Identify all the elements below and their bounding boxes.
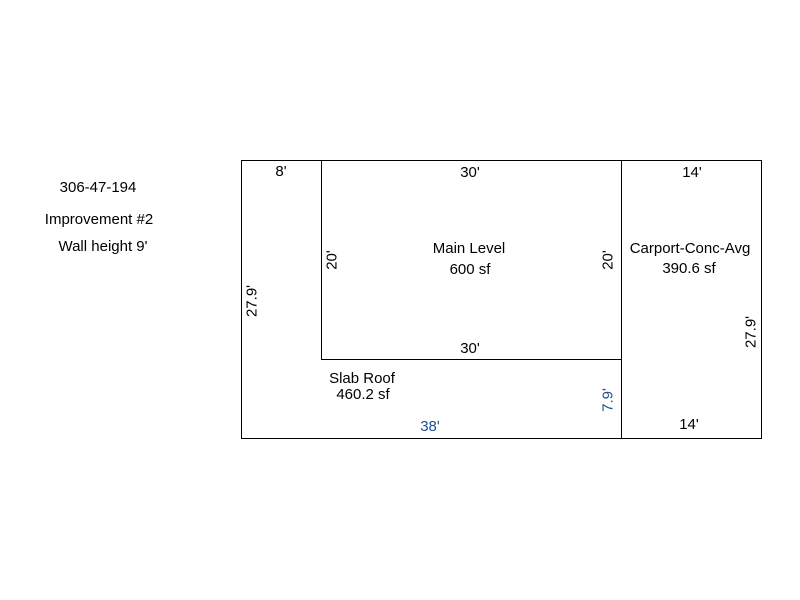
dim-left-side: 27.9' <box>243 284 261 318</box>
dim-slab-bottom: 38' <box>420 418 440 435</box>
dim-carport-right: 27.9' <box>742 315 760 349</box>
dim-main-right: 20' <box>599 250 617 270</box>
parcel-id: 306-47-194 <box>59 179 137 196</box>
dim-carport-bottom: 14' <box>679 416 699 433</box>
dim-main-left: 20' <box>323 250 341 270</box>
slab-roof-area: 460.2 sf <box>336 386 390 403</box>
dim-main-bottom: 30' <box>460 340 480 357</box>
main-level-outline <box>321 160 622 360</box>
wall-height-label: Wall height 9' <box>58 238 148 255</box>
main-level-area: 600 sf <box>449 261 491 278</box>
improvement-label: Improvement #2 <box>44 211 154 228</box>
dim-carport-top: 14' <box>682 164 702 181</box>
main-level-name: Main Level <box>432 240 506 257</box>
carport-name: Carport-Conc-Avg <box>629 240 751 257</box>
dim-main-top: 30' <box>460 164 480 181</box>
carport-area: 390.6 sf <box>662 260 716 277</box>
dim-left-top: 8' <box>275 163 287 180</box>
outer-outline <box>241 160 762 439</box>
dim-slab-right: 7.9' <box>599 388 617 412</box>
slab-roof-name: Slab Roof <box>329 370 395 387</box>
